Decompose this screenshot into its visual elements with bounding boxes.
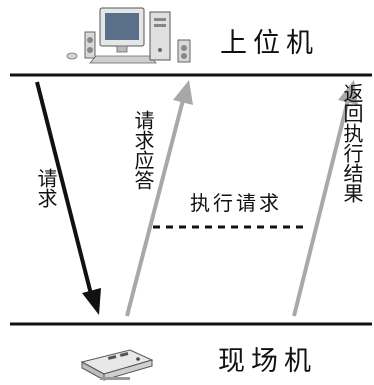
execute-label: 执行请求 <box>190 191 282 215</box>
response-label: 请求应答 <box>131 110 155 190</box>
request-arrow <box>35 81 101 315</box>
request-label: 请求 <box>34 168 58 208</box>
upper-computer-label: 上位机 <box>220 28 319 59</box>
field-device-label: 现场机 <box>218 346 317 377</box>
result-arrow <box>292 80 358 317</box>
result-label: 返回执行结果 <box>340 83 364 203</box>
field-device-icon <box>80 349 154 381</box>
response-arrow <box>125 80 193 317</box>
desktop-computer-icon <box>66 7 191 64</box>
